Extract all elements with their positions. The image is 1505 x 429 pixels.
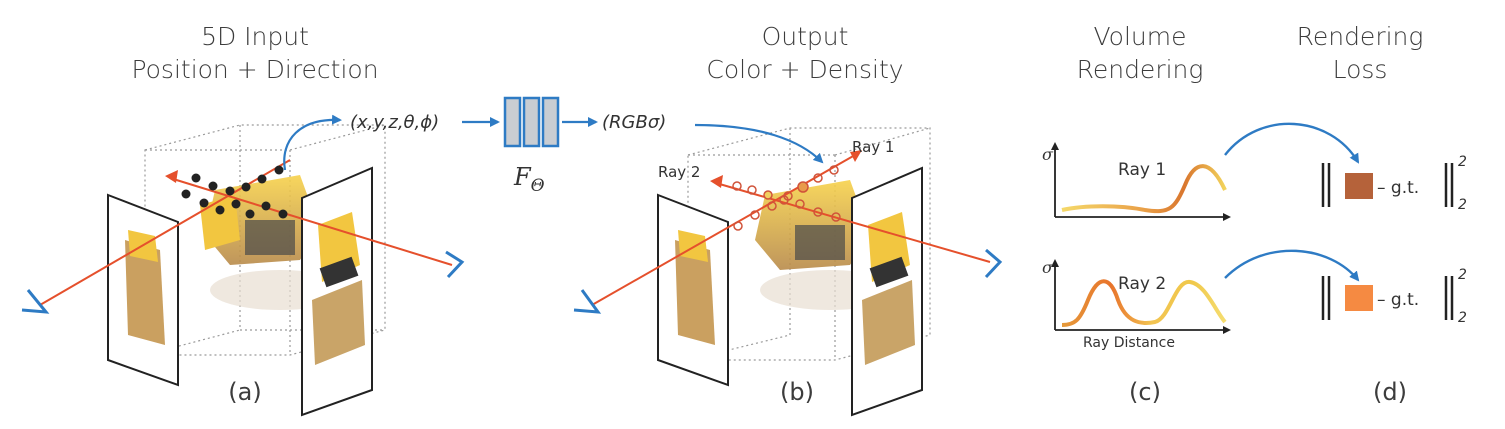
ray-line-b2 [715, 182, 991, 263]
plot1-x-arrowhead [1223, 213, 1231, 221]
ray2-label-b: Ray 2 [658, 163, 700, 181]
panel-d-title-line2: Loss [1332, 55, 1388, 84]
panel-b-sublabel: (b) [780, 378, 814, 406]
ray-line-a2 [169, 177, 453, 266]
plot2-ray-label: Ray 2 [1118, 274, 1166, 294]
image-plane-right-b [851, 166, 923, 417]
wireframe-box-b [687, 127, 931, 361]
panel-d-sublabel: (d) [1373, 378, 1407, 406]
arrow-to-input-tuple [283, 114, 342, 171]
plot2-y-arrowhead [1051, 259, 1059, 267]
ray-arrow-b2 [710, 175, 723, 188]
ray-line-b1 [591, 154, 856, 306]
input-tuple: (x,y,z,θ,ϕ) [350, 112, 439, 133]
camera-icon-b-left [573, 289, 602, 314]
plot-ray2: σ Ray 2 Ray Distance [1042, 258, 1231, 351]
loss-ray2: – g.t. 2 2 [1321, 267, 1467, 326]
sample-points-b [732, 165, 841, 231]
panel-c-title: Volume Rendering [1040, 20, 1240, 86]
arrow-ray2-to-loss [1224, 249, 1360, 282]
plot-ray1: σ Ray 1 [1042, 142, 1231, 221]
image-plane-left-b [657, 193, 729, 387]
arrow-output-to-scene [694, 123, 824, 164]
panel-a-title-line1: 5D Input [201, 22, 309, 51]
plot1-sigma: σ [1042, 145, 1054, 164]
loss1-color-swatch [1345, 173, 1373, 199]
plot2-sigma: σ [1042, 258, 1054, 277]
panel-c-title-line1: Volume [1093, 22, 1187, 51]
plot1-y-arrowhead [1051, 142, 1059, 150]
network-f: F [513, 163, 532, 191]
camera-icon-b-right [984, 248, 1003, 279]
ray-arrow-b1 [850, 150, 862, 162]
loss2-gt: – g.t. [1377, 290, 1419, 310]
panel-c-sublabel: (c) [1129, 378, 1161, 406]
plot2-curve [1061, 279, 1227, 327]
panel-a-sublabel: (a) [228, 378, 262, 406]
output-tuple: (RGBσ) [602, 112, 666, 133]
panel-c-title-line2: Rendering [1076, 55, 1204, 84]
panel-d-title-line1: Rendering [1296, 22, 1424, 51]
camera-icon-a-left [21, 289, 50, 314]
panel-a-scene [21, 114, 465, 417]
panel-a-title-line2: Position + Direction [131, 55, 379, 84]
loss1-gt: – g.t. [1377, 178, 1419, 198]
ray-arrow-a1 [165, 170, 178, 183]
loss2-exponent: 2 [1458, 267, 1467, 283]
arrow-ray1-to-loss [1224, 122, 1360, 164]
loss1-exponent: 2 [1458, 154, 1467, 170]
image-plane-right [301, 166, 373, 417]
image-plane-left [107, 193, 179, 387]
loss2-color-swatch [1345, 285, 1373, 311]
sample-points-a [181, 165, 288, 219]
plot1-ray-label: Ray 1 [1118, 160, 1166, 180]
panel-a-title: 5D Input Position + Direction [80, 20, 430, 86]
plot1-curve [1061, 164, 1227, 214]
loss2-subscript: 2 [1458, 310, 1467, 326]
camera-icon-a-right [445, 250, 465, 279]
panel-d-title: Rendering Loss [1260, 20, 1460, 86]
network-subscript: Θ [531, 176, 545, 196]
plot2-xlabel: Ray Distance [1083, 335, 1175, 351]
loss1-subscript: 2 [1458, 197, 1467, 213]
network-label: FΘ [513, 163, 545, 196]
plot2-x-arrowhead [1223, 326, 1231, 334]
network-icon [503, 96, 560, 148]
ray1-label-b: Ray 1 [852, 138, 894, 156]
panel-b-title: Output Color + Density [640, 20, 970, 86]
panel-b-title-line1: Output [761, 22, 849, 51]
panel-b-title-line2: Color + Density [706, 55, 904, 84]
panel-b-scene [573, 123, 1003, 417]
loss-ray1: – g.t. 2 2 [1321, 154, 1467, 213]
